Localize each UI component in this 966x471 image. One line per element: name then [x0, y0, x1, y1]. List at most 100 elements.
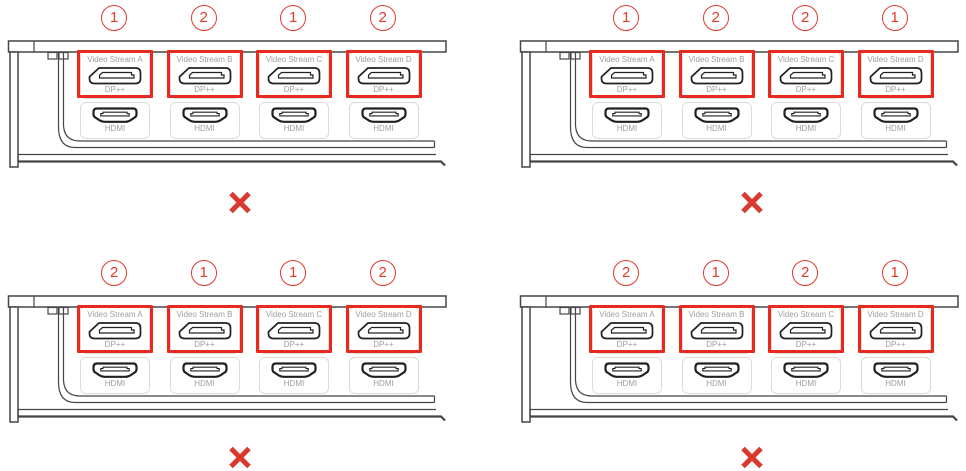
incorrect-result-mark [740, 191, 764, 214]
hdmi-label: HDMI [104, 379, 126, 388]
hdmi-port-card: HDMI [592, 102, 662, 139]
stream-label: Video Stream A [87, 310, 143, 319]
hdmi-label: HDMI [885, 379, 906, 388]
port-column: Video Stream C DP++ HDMI [768, 305, 844, 394]
dp-plus-plus-label: DP++ [104, 85, 126, 94]
hdmi-port-card: HDMI [681, 357, 752, 394]
stream-label: Video Stream D [867, 55, 924, 64]
displayport-icon [600, 322, 654, 340]
port-column: Video Stream A DP++ HDMI [589, 305, 665, 394]
displayport-icon [267, 322, 321, 340]
device-rear-chassis-drawing [7, 40, 447, 168]
hdmi-port-card: HDMI [860, 357, 931, 394]
device-rear-chassis-drawing [519, 295, 959, 423]
displayport-icon [88, 322, 142, 340]
dp-plus-plus-label: DP++ [373, 85, 394, 94]
displayport-icon [600, 67, 654, 85]
dp-port-card: Video Stream C DP++ [768, 305, 844, 354]
stream-label: Video Stream D [355, 310, 412, 319]
displayport-icon [178, 322, 231, 340]
stream-number-badge: 1 [280, 5, 307, 31]
x-mark-icon [741, 446, 763, 469]
dp-port-card: Video Stream C DP++ [768, 50, 844, 99]
displayport-icon [779, 67, 833, 85]
hdmi-label: HDMI [616, 124, 638, 133]
stream-label: Video Stream A [87, 55, 143, 64]
stream-number-badge: 2 [369, 5, 396, 31]
hdmi-port-card: HDMI [860, 102, 931, 139]
dp-port-card: Video Stream B DP++ [166, 305, 243, 354]
stream-label: Video Stream B [688, 55, 745, 64]
displayport-icon [779, 322, 833, 340]
port-column: Video Stream B DP++ HDMI [678, 50, 755, 139]
x-mark-icon [229, 446, 251, 469]
displayport-icon [357, 322, 410, 340]
dp-port-card: Video Stream A DP++ [589, 50, 665, 99]
incorrect-result-mark [228, 191, 252, 214]
hdmi-port-card: HDMI [348, 357, 419, 394]
dp-plus-plus-label: DP++ [885, 340, 906, 349]
stream-number-badge: 1 [101, 5, 128, 31]
dp-plus-plus-label: DP++ [706, 340, 727, 349]
stream-label: Video Stream B [176, 310, 233, 319]
hdmi-label: HDMI [616, 379, 638, 388]
stream-number-badge: 1 [881, 260, 908, 286]
displayport-icon [869, 322, 922, 340]
hdmi-label: HDMI [706, 379, 727, 388]
stream-number-badge: 2 [369, 260, 396, 286]
hdmi-label: HDMI [283, 379, 305, 388]
hdmi-icon [783, 362, 829, 378]
hdmi-port-card: HDMI [80, 357, 150, 394]
hdmi-label: HDMI [373, 124, 394, 133]
hdmi-port-card: HDMI [259, 357, 329, 394]
stream-number-badge: 2 [792, 260, 819, 286]
stream-label: Video Stream C [265, 310, 323, 319]
stream-number-badge: 2 [101, 260, 128, 286]
dp-port-card: Video Stream B DP++ [678, 305, 755, 354]
stream-label: Video Stream C [777, 55, 835, 64]
port-column: Video Stream B DP++ HDMI [678, 305, 755, 394]
displayport-icon [267, 67, 321, 85]
stream-label: Video Stream A [599, 55, 655, 64]
hdmi-icon [360, 107, 407, 123]
hdmi-port-card: HDMI [348, 102, 419, 139]
hdmi-icon [693, 362, 740, 378]
dp-port-card: Video Stream D DP++ [345, 305, 422, 354]
dp-port-card: Video Stream A DP++ [77, 50, 153, 99]
dp-plus-plus-label: DP++ [795, 85, 817, 94]
hdmi-icon [604, 107, 650, 123]
stream-label: Video Stream D [355, 55, 412, 64]
hdmi-port-card: HDMI [259, 102, 329, 139]
dp-port-card: Video Stream C DP++ [256, 50, 332, 99]
hdmi-icon [604, 362, 650, 378]
port-column: Video Stream D DP++ HDMI [345, 50, 422, 139]
dp-port-card: Video Stream D DP++ [857, 305, 934, 354]
stream-label: Video Stream B [688, 310, 745, 319]
port-column: Video Stream D DP++ HDMI [857, 50, 934, 139]
hdmi-port-card: HDMI [771, 357, 841, 394]
stream-number-badge: 2 [613, 260, 640, 286]
hdmi-label: HDMI [373, 379, 394, 388]
port-column: Video Stream C DP++ HDMI [256, 305, 332, 394]
hdmi-label: HDMI [283, 124, 305, 133]
dp-plus-plus-label: DP++ [616, 85, 638, 94]
stream-number-badge: 1 [280, 260, 307, 286]
dp-plus-plus-label: DP++ [885, 85, 906, 94]
hdmi-icon [181, 107, 228, 123]
dp-plus-plus-label: DP++ [283, 85, 305, 94]
dp-port-card: Video Stream D DP++ [345, 50, 422, 99]
hdmi-icon [693, 107, 740, 123]
stream-label: Video Stream D [867, 310, 924, 319]
stream-label: Video Stream B [176, 55, 233, 64]
hdmi-label: HDMI [795, 379, 817, 388]
port-column: Video Stream A DP++ HDMI [77, 50, 153, 139]
hdmi-icon [92, 107, 138, 123]
stream-label: Video Stream A [599, 310, 655, 319]
stream-label: Video Stream C [777, 310, 835, 319]
stream-label: Video Stream C [265, 55, 323, 64]
displayport-icon [178, 67, 231, 85]
